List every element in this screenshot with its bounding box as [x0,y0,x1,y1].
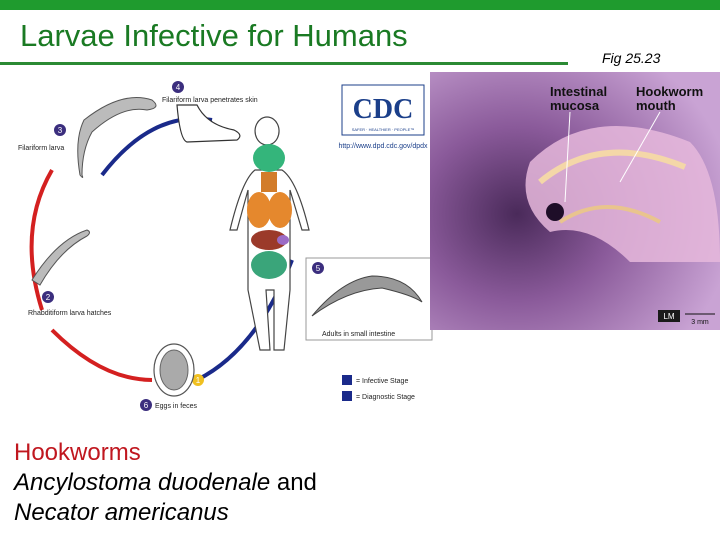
stage-1-badge [192,374,204,386]
stage-4-number: 4 [176,83,181,92]
species-necator: Necator americanus [14,499,229,526]
top-accent-bar [0,0,720,10]
stage-6-badge [140,399,152,411]
label-hookworm: Hookworm [636,84,703,99]
stage-5-badge [312,262,324,274]
label-mucosa: mucosa [550,98,600,113]
right-lung [268,192,292,228]
caption-connector: and [270,469,317,496]
intestine [251,251,287,279]
arrow-diagnostic-left [29,168,54,311]
stage-6-label: Eggs in feces [155,403,198,410]
worm-cuticle [538,149,687,185]
foot-drawing [176,104,241,143]
stage-4-label: Filariform larva penetrates skin [162,97,258,104]
legend-infective-label: = Infective Stage [356,378,408,385]
stage-2-badge [42,291,54,303]
hookworm-lifecycle-diagram: CDC SAFER · HEALTHIER · PEOPLE™ http://w… [18,81,433,411]
hookworm-micrograph: Intestinal mucosa Hookworm mouth LM 3 mm [430,72,720,330]
stage-3-badge [54,124,66,136]
legend-diagnostic-label: = Diagnostic Stage [356,394,415,401]
slide-caption: Hookworms Ancylostoma duodenale and Neca… [14,438,317,528]
lm-badge [658,310,680,322]
adult-worm-drawing [311,275,423,317]
slide-title: Larvae Infective for Humans [20,18,408,53]
scale-label: 3 mm [691,319,709,326]
left-lung [247,192,271,228]
attachment-point [546,203,564,221]
stage-5-number: 5 [316,264,321,273]
mouth-pointer-line [619,111,661,183]
label-intestinal: Intestinal [550,84,607,99]
worm-inner-layer [558,205,661,224]
mucosa-pointer-line [564,111,571,203]
stage-3-number: 3 [58,126,63,135]
legend-diagnostic-swatch [342,391,352,401]
stage-5-label: Adults in small intestine [322,331,395,338]
legend-infective-swatch [342,375,352,385]
title-underline [0,62,568,65]
adults-inset-frame [305,257,433,341]
stage-6-number: 6 [144,401,149,410]
stage-2-number: 2 [46,293,51,302]
cdc-logo-frame [341,84,425,136]
cdc-url: http://www.dpd.cdc.gov/dpdx [338,143,428,150]
cdc-logo-tagline: SAFER · HEALTHIER · PEOPLE™ [352,127,415,132]
species-ancylostoma: Ancylostoma duodenale [14,469,271,496]
rhabditiform-larva-drawing [31,229,90,286]
egg-embryo [159,349,189,391]
stomach [277,235,289,245]
caption-heading: Hookworms [14,439,141,466]
esophagus [261,172,277,192]
human-head [253,144,285,172]
filariform-larva-drawing [77,97,157,178]
liver [251,230,287,250]
stage-2-label: Rhabditiform larva hatches [28,310,112,317]
arrow-diagnostic-bottom [50,328,153,382]
stage-1-number: 1 [196,376,201,385]
figure-label: Fig 25.23 [602,50,661,66]
stage-3-label: Filariform larva [18,145,64,152]
lm-badge-text: LM [663,312,674,321]
caption-species-line: Ancylostoma duodenale and [14,468,317,498]
label-mouth: mouth [636,98,676,113]
stage-4-badge [172,81,184,93]
cdc-logo: CDC [353,94,414,125]
